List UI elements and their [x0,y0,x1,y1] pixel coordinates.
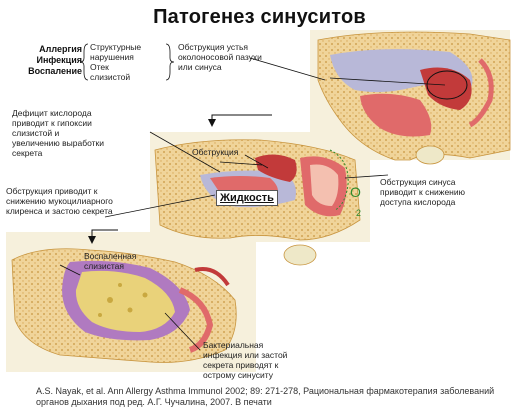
citation: A.S. Nayak, et al. Ann Allergy Asthma Im… [36,386,495,407]
obstruction-label: Обструкция [192,147,239,157]
sinus-obstruction-label: Обструкция синуса приводит к снижению до… [380,177,466,207]
cause-infection: Инфекция [36,55,83,65]
oxygen-symbol: O 2 [350,184,361,218]
transition-arrows [88,114,272,244]
middle-illustration [154,139,361,266]
structural-changes-label: Структурные нарушения Отек слизистой [90,42,142,82]
oxygen-subscript: 2 [356,208,362,218]
mucociliary-label: Обструкция приводит к снижению мукоцилиа… [6,186,113,216]
page-title: Патогенез синуситов [153,6,366,28]
bottom-illustration [11,248,237,363]
top-illustration [317,31,511,165]
ostium-obstruction-label: Обструкция устья околоносовой пазухи или… [178,42,262,72]
cause-allergy: Аллергия [39,44,82,54]
oxygen-deficit-label: Дефицит кислорода приводит к гипоксии сл… [12,108,105,158]
connectors [59,43,446,351]
fluid-label: Жидкость [216,190,278,206]
bacterial-infection-label: Бактериальная инфекция или застой секрет… [203,340,288,380]
cause-list: Аллергия Инфекция Воспаление [6,44,82,77]
cause-inflammation: Воспаление [28,66,82,76]
oxygen-letter: O [350,184,361,200]
inflamed-mucosa-label: Воспаленная слизистая [84,251,137,271]
